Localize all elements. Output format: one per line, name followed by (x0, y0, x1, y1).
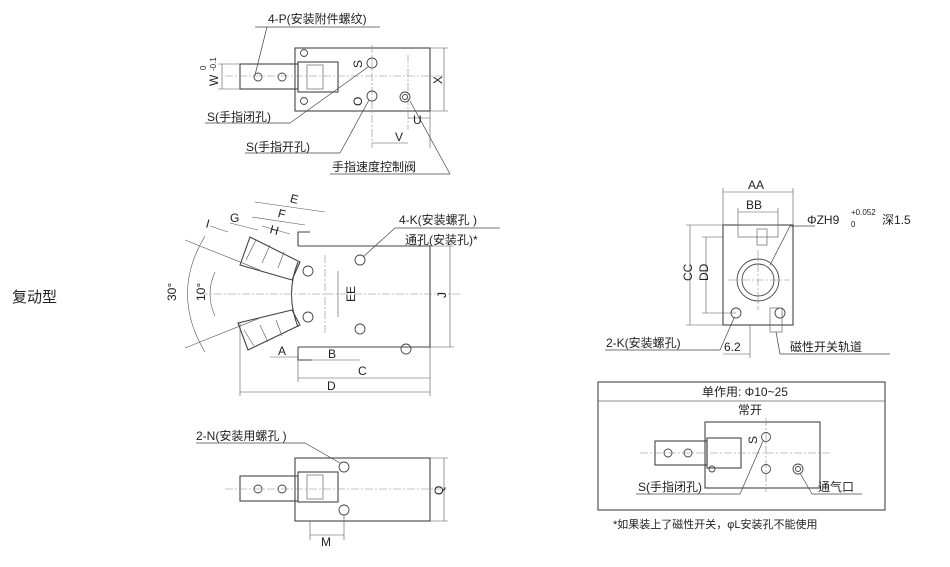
bore-depth-label: 深1.5 (882, 213, 911, 227)
dim-g: G (230, 211, 239, 225)
dim-c: C (358, 364, 367, 378)
dim-a: A (278, 344, 286, 358)
footnote: *如果装上了磁性开关，φL安装孔不能使用 (613, 517, 818, 531)
dim-u: U (413, 113, 422, 127)
dim-q: Q (432, 486, 446, 495)
single-acting-dim-s: S (746, 436, 760, 444)
dim-h: H (268, 222, 280, 238)
dim-v: V (395, 130, 403, 144)
main-view (184, 201, 500, 396)
dim-w-tol-upper: 0 (199, 65, 208, 70)
angle-10: 10° (194, 283, 208, 301)
side-label: 复动型 (12, 288, 57, 306)
single-acting-box (597, 381, 886, 511)
dim-d: D (327, 379, 336, 393)
top-view (205, 26, 451, 175)
mount-hole-label: 4-K(安装螺孔 ) (399, 212, 477, 227)
thread-label: 4-P(安装附件螺纹) (268, 11, 367, 26)
angle-30: 30° (165, 283, 179, 301)
dim-62: 6.2 (724, 340, 741, 354)
dim-dd: DD (697, 263, 711, 281)
dim-e: E (289, 191, 300, 207)
through-hole-label: 通孔(安装孔)* (405, 232, 478, 247)
dim-j: J (435, 292, 449, 298)
vent-label: 通气口 (818, 479, 854, 494)
dim-x: X (431, 76, 445, 84)
bottom-view (196, 442, 448, 540)
dim-cc: CC (681, 263, 695, 281)
single-acting-closed-label: S(手指闭孔) (638, 479, 702, 494)
dim-o: O (351, 97, 365, 106)
dim-w-tol-lower: -0.1 (209, 57, 218, 71)
valve-label: 手指速度控制阀 (332, 159, 416, 174)
dim-s: S (351, 60, 365, 68)
open-hole-label: S(手指开孔) (246, 139, 310, 154)
dim-i: I (204, 216, 211, 230)
rail-label: 磁性开关轨道 (790, 339, 862, 354)
dim-ee: EE (344, 286, 358, 302)
end-mount-label: 2-K(安装螺孔) (606, 335, 681, 350)
end-view (605, 188, 890, 358)
single-acting-title: 单作用: Φ10~25 (702, 385, 788, 399)
dim-f: F (276, 206, 287, 221)
dim-b: B (328, 347, 336, 361)
bore-tol-lower: 0 (851, 220, 856, 229)
closed-hole-label: S(手指闭孔) (207, 109, 271, 124)
dim-w: W (207, 74, 221, 86)
bore-label: ΦZH9 (807, 213, 840, 227)
bore-tol-upper: +0.052 (851, 208, 876, 217)
single-acting-subtitle: 常开 (738, 403, 762, 417)
dim-m: M (321, 535, 331, 549)
dim-bb: BB (746, 198, 762, 212)
dim-aa: AA (748, 178, 764, 192)
bottom-mount-label: 2-N(安装用螺孔 ) (196, 428, 287, 443)
